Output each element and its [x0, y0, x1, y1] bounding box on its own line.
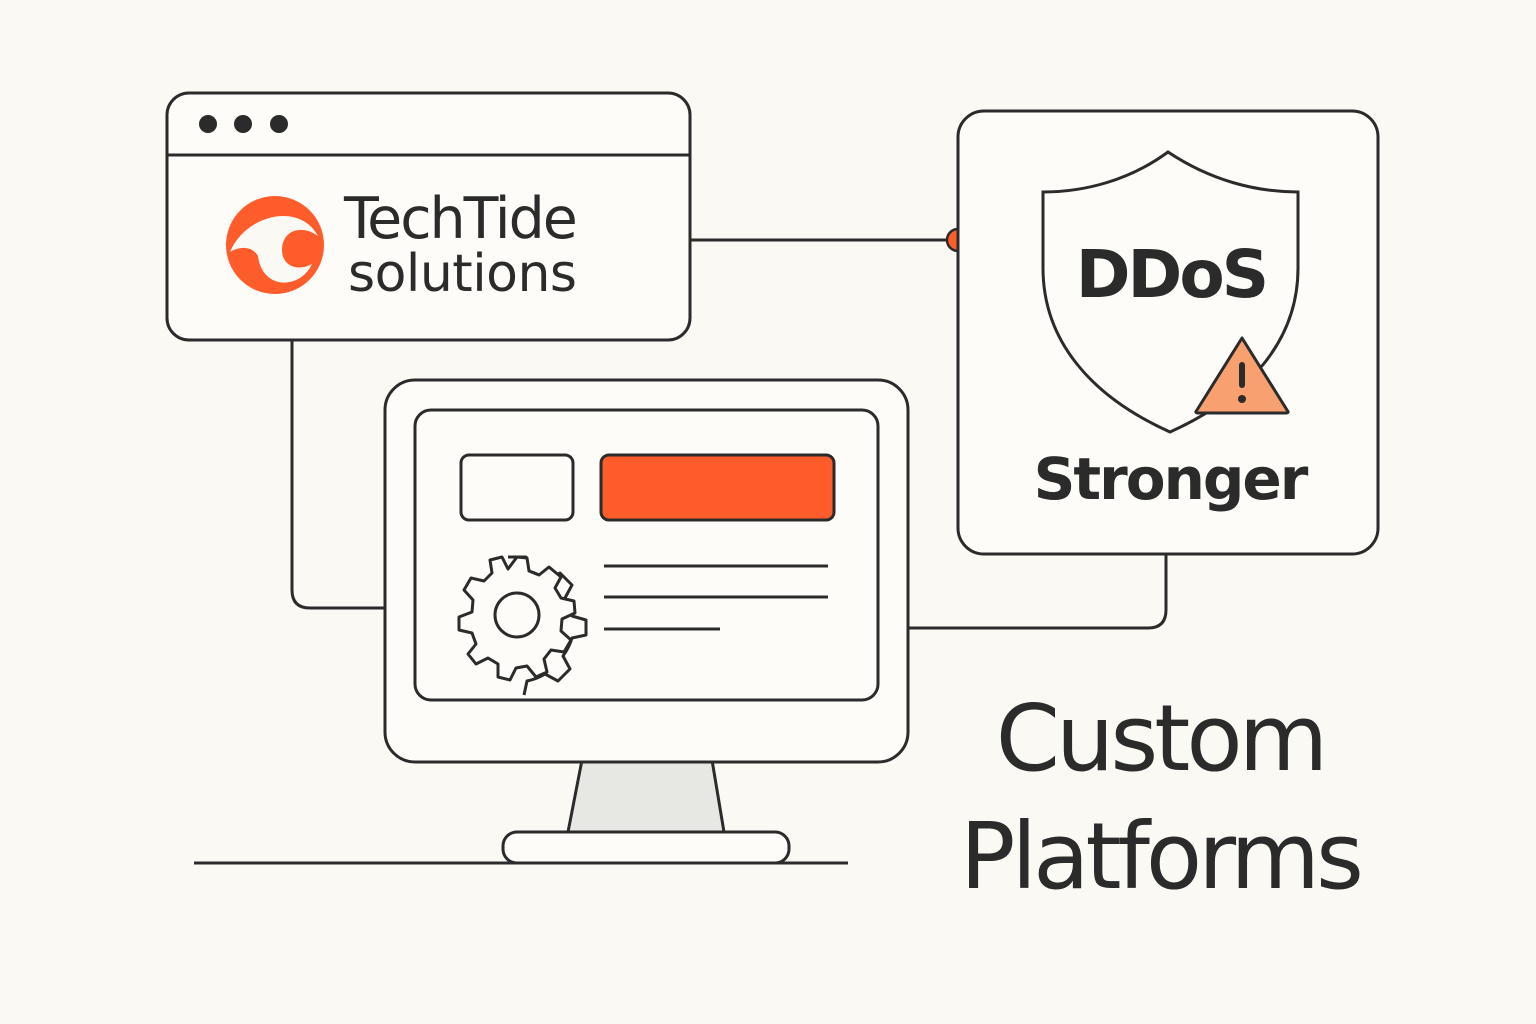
- shield-caption: Stronger: [1033, 445, 1309, 513]
- headline: Custom Platforms: [900, 680, 1420, 916]
- connector-lines: [290, 238, 1168, 630]
- brand-name: TechTide: [344, 186, 578, 252]
- gear-icon: [457, 555, 588, 696]
- window-dot-icon: [199, 115, 217, 133]
- connector-shield-to-monitor: [908, 555, 1168, 630]
- screen-placeholder-box: [459, 453, 575, 522]
- window-dot-icon: [234, 115, 252, 133]
- wave-logo-icon: [226, 196, 324, 294]
- headline-line-1: Custom: [995, 685, 1328, 792]
- brand-subtitle: solutions: [348, 244, 577, 304]
- monitor-base: [501, 830, 791, 865]
- warning-triangle-icon: [1194, 336, 1290, 415]
- headline-line-2: Platforms: [960, 803, 1364, 910]
- monitor: [194, 378, 910, 865]
- connector-browser-to-monitor: [290, 340, 385, 610]
- monitor-stand: [566, 758, 726, 834]
- ddos-label: DDoS: [1075, 236, 1269, 313]
- window-dot-icon: [270, 115, 288, 133]
- security-card: [956, 109, 1380, 556]
- screen-accent-bar: [599, 453, 836, 522]
